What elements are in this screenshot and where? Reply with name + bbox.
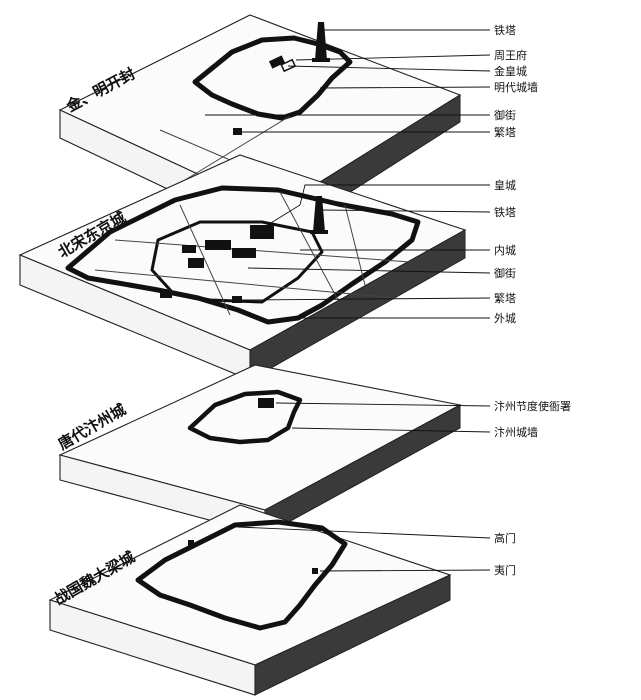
governor-office-block <box>258 398 274 408</box>
label-yi-gate: 夷门 <box>494 563 516 577</box>
ming-city-wall <box>192 35 353 121</box>
gate-marker <box>188 540 194 546</box>
inner-city-wall <box>150 220 324 304</box>
palace-block <box>205 240 231 250</box>
layer-warring-states-daliang: 战国魏大梁城 <box>48 504 452 696</box>
label-bianzhou-wall: 汴州城墙 <box>494 425 538 439</box>
label-iron-pagoda: 铁塔 <box>494 206 516 219</box>
palace-block <box>232 248 256 258</box>
label-fan-pagoda: 繁塔 <box>494 291 516 305</box>
jin-imperial-city-outline <box>280 58 297 73</box>
layer-4-labels: 高门 夷门 <box>494 531 516 577</box>
iron-pagoda-icon <box>312 22 330 62</box>
layer-1-leaders <box>205 29 491 133</box>
label-ming-wall: 明代城墙 <box>494 80 538 94</box>
label-iron-pagoda: 铁塔 <box>494 24 516 37</box>
label-jin-imperial-city: 金皇城 <box>494 64 527 78</box>
road <box>114 239 411 263</box>
layer-3-labels: 汴州节度使衙署 汴州城墙 <box>494 399 571 439</box>
label-inner-city: 内城 <box>494 243 516 257</box>
road <box>94 269 396 299</box>
bianzhou-city-wall <box>187 389 303 445</box>
zhou-palace-block <box>268 55 286 69</box>
label-outer-city: 外城 <box>494 312 516 325</box>
layer-2-labels: 皇城 铁塔 内城 御街 繁塔 外城 <box>494 178 516 325</box>
label-fan-pagoda: 繁塔 <box>494 125 516 139</box>
fan-pagoda-block <box>232 296 242 303</box>
label-imperial-city: 皇城 <box>494 178 516 192</box>
layer-4-leaders <box>237 526 491 572</box>
market-block <box>160 290 172 298</box>
road <box>279 191 339 301</box>
label-gao-gate: 高门 <box>494 531 516 545</box>
road <box>179 204 231 316</box>
iron-pagoda-icon <box>310 196 328 234</box>
layer-northern-song-dongjing: 北宋东京城 <box>18 154 467 381</box>
road <box>344 204 366 286</box>
layer-1-labels: 铁塔 周王府 金皇城 明代城墙 御街 繁塔 <box>494 24 538 139</box>
palace-block <box>182 245 196 253</box>
daliang-city-wall <box>135 519 348 631</box>
gate-marker <box>312 568 318 574</box>
label-imperial-street: 御街 <box>494 266 516 280</box>
slab-side <box>254 574 451 696</box>
label-imperial-street: 御街 <box>494 108 516 122</box>
imperial-street-road <box>184 115 291 181</box>
palace-block <box>188 258 204 268</box>
label-governor-office: 汴州节度使衙署 <box>494 399 571 413</box>
layer-2-leaders <box>241 184 491 319</box>
label-zhou-palace: 周王府 <box>494 48 527 62</box>
layer-tang-bianzhou: 唐代汴州城 <box>55 364 462 536</box>
layer-3-leaders <box>275 402 491 433</box>
fan-pagoda-block <box>233 128 242 135</box>
imperial-city-block <box>250 225 274 239</box>
